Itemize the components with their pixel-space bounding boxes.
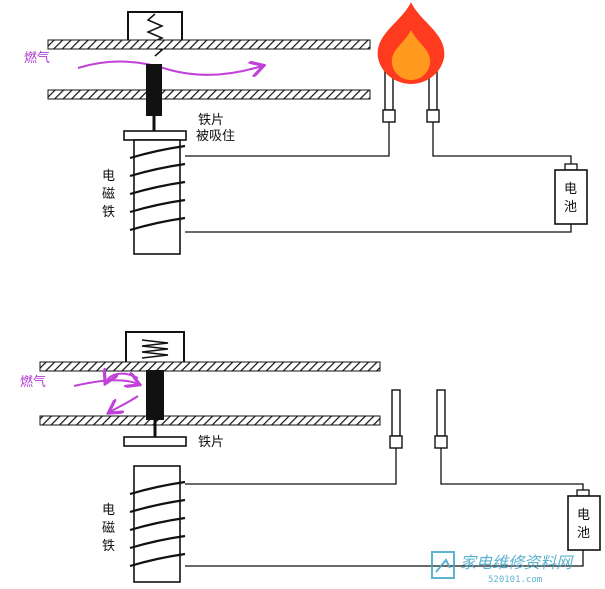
- battery-char-1: 电: [577, 508, 590, 523]
- battery: [567, 495, 601, 551]
- bottom-diagram: 燃气 铁片 电 磁 铁 电 池: [20, 331, 601, 583]
- spring-housing: [127, 11, 183, 43]
- watermark: 家电维修资料网 520101.com: [431, 551, 574, 585]
- electromagnet-coil: [129, 144, 186, 232]
- spring-icon: [141, 339, 169, 359]
- wire-battery-to-coil: [185, 224, 572, 233]
- battery-char-1: 电: [564, 182, 577, 197]
- electromagnet-coil: [129, 480, 186, 568]
- wire-thermocouple-right-to-battery: [440, 448, 584, 494]
- valve-plunger: [146, 370, 164, 420]
- electromagnet-char-3: 铁: [102, 539, 115, 554]
- wire-battery-to-coil: [185, 548, 584, 567]
- electromagnet-char-2: 磁: [102, 187, 115, 202]
- gas-flow-arrow-icon: [77, 61, 262, 75]
- electromagnet-char-1: 电: [102, 169, 115, 184]
- pipe-upper-wall: [39, 361, 381, 372]
- thermocouple-terminal-left: [389, 435, 403, 449]
- watermark-logo-icon: [431, 551, 455, 579]
- watermark-sub: 520101.com: [488, 575, 542, 585]
- electromagnet-char-1: 电: [102, 503, 115, 518]
- valve-plunger: [146, 64, 162, 116]
- thermocouple-terminal-right: [426, 109, 440, 123]
- wire-coil-to-thermocouple-left: [185, 122, 390, 157]
- pipe-lower-wall: [47, 89, 371, 100]
- thermocouple-probe-left: [391, 389, 401, 437]
- pipe-upper-wall: [47, 39, 371, 50]
- wire-thermocouple-right-to-battery: [432, 122, 572, 168]
- iron-plate-held-label: 被吸住: [196, 129, 235, 144]
- flame-icon: [377, 2, 445, 84]
- thermocouple-probe-right: [436, 389, 446, 437]
- thermocouple-terminal-right: [434, 435, 448, 449]
- battery-terminal: [576, 489, 590, 497]
- watermark-text: 家电维修资料网: [460, 553, 574, 572]
- iron-plate: [123, 436, 187, 447]
- battery-char-2: 池: [577, 526, 590, 541]
- electromagnet-core: [133, 465, 181, 583]
- gas-label: 燃气: [20, 374, 46, 390]
- battery-char-2: 池: [564, 200, 577, 215]
- iron-plate-label: 铁片: [198, 435, 224, 450]
- electromagnet-char-3: 铁: [102, 205, 115, 220]
- thermocouple-terminal-left: [382, 109, 396, 123]
- electromagnet-char-2: 磁: [102, 521, 115, 536]
- battery-terminal: [564, 163, 578, 171]
- wire-coil-to-thermocouple-left: [185, 448, 397, 485]
- top-diagram: 燃气 铁片 被吸住 电 磁 铁: [24, 2, 588, 255]
- electromagnet-core: [133, 139, 181, 255]
- gas-blocked-arrow-icon: [73, 374, 138, 412]
- pipe-lower-wall: [39, 415, 381, 426]
- battery: [554, 169, 588, 225]
- gas-label: 燃气: [24, 50, 50, 66]
- iron-plate: [123, 130, 187, 141]
- iron-plate-label: 铁片: [198, 113, 224, 128]
